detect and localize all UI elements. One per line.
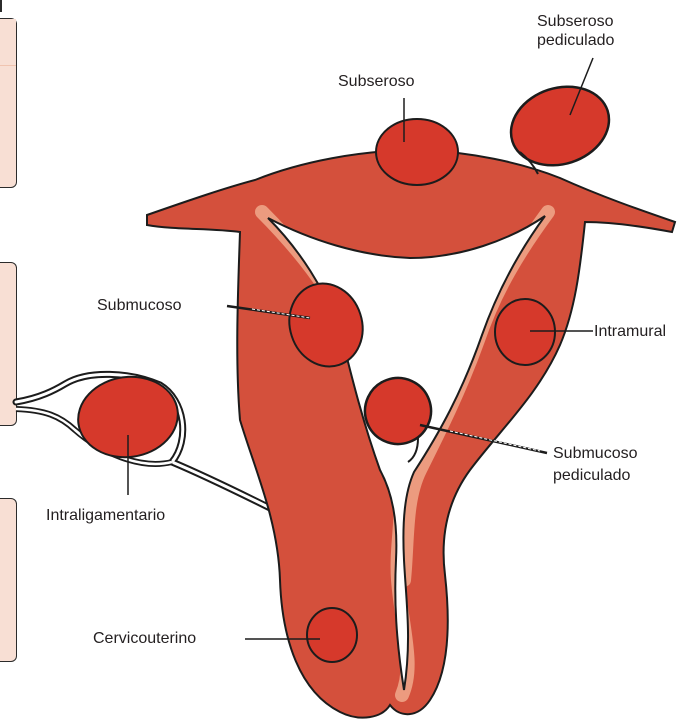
fibroid-subseroso [376,119,458,185]
fibroid-subseroso-pediculado [501,74,620,177]
label-subseroso-pediculado: Subseroso pediculado [537,12,614,50]
label-cervicouterino: Cervicouterino [93,629,196,648]
label-intraligamentario: Intraligamentario [46,506,165,525]
label-subseroso-pediculado-line2: pediculado [537,31,614,50]
label-submucoso-pediculado-line1: Submucoso [553,444,638,463]
fibroid-intramural [495,299,555,365]
label-cervicouterino-text: Cervicouterino [93,629,196,648]
label-intramural-text: Intramural [594,322,666,341]
label-subseroso: Subseroso [338,72,415,91]
fibroid-cervicouterino [307,608,357,662]
label-intramural: Intramural [594,322,666,341]
label-subseroso-pediculado-line1: Subseroso [537,12,614,31]
label-submucoso: Submucoso [97,296,182,315]
label-submucoso-pediculado-line2: pediculado [553,466,638,485]
label-intraligamentario-text: Intraligamentario [46,506,165,525]
label-submucoso-pediculado: Submucoso pediculado [553,444,638,485]
label-submucoso-text: Submucoso [97,296,182,315]
label-subseroso-text: Subseroso [338,72,415,91]
